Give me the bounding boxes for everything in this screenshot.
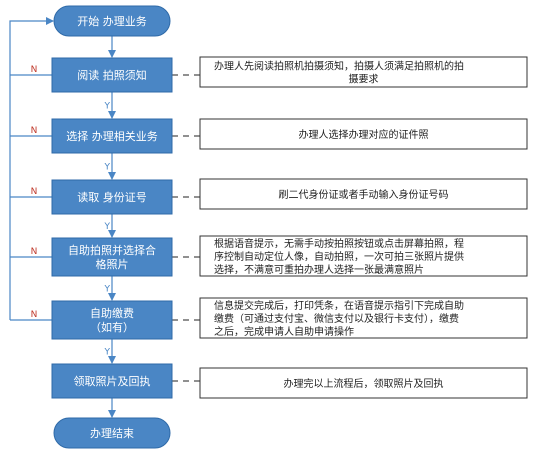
yes-label: Y: [104, 102, 111, 112]
yes-label: Y: [104, 163, 111, 173]
yes-label: Y: [104, 348, 111, 358]
note-text: 序控制自动定位人像，自动拍照，一次可拍三张照片提供: [214, 250, 464, 263]
note-box: [199, 367, 528, 399]
end-terminal: [53, 417, 171, 449]
step-label: 格照片: [96, 257, 129, 271]
note-box: [199, 118, 528, 150]
process-step: [51, 118, 173, 154]
no-label: N: [31, 247, 38, 257]
end-label: 办理结束: [90, 427, 134, 440]
yes-label: Y: [104, 222, 111, 232]
no-label: N: [31, 65, 38, 75]
loop-back-line: [9, 17, 54, 320]
note-box: [199, 178, 528, 210]
note-text: 办理完以上流程后，领取照片及回执: [284, 377, 444, 390]
note-text: 缴费（可通过支付宝、微信支付以及银行卡支付），缴费: [214, 312, 459, 325]
step-label: 领取照片及回执: [74, 374, 151, 388]
note-text: 摄要求: [349, 73, 379, 86]
note-text: 选择，不满意可重拍办理人选择一张最满意照片: [214, 263, 424, 276]
process-step: [51, 237, 173, 277]
step-label: 自助缴费: [90, 306, 134, 320]
step-label: 自助拍照并选择合: [68, 243, 156, 257]
note-text: 之后，完成申请人自助申请操作: [214, 325, 354, 338]
step-label: （如有）: [90, 320, 134, 334]
step-label: 阅读 拍照须知: [77, 68, 147, 82]
connector-layer: [9, 17, 200, 418]
no-label: N: [31, 126, 38, 136]
note-text: 根据语音提示，无需手动按拍照按钮或点击屏幕拍照，程: [214, 237, 464, 250]
yes-label: Y: [104, 285, 111, 295]
step-label: 选择 办理相关业务: [66, 129, 158, 143]
process-step: [51, 57, 173, 93]
note-text: 信息提交完成后，打印凭条，在语音提示指引下完成自助: [214, 299, 464, 312]
process-step: [51, 300, 173, 340]
note-box: [199, 235, 528, 277]
note-text: 刷二代身份证或者手动输入身份证号码: [279, 188, 449, 201]
no-label: N: [31, 187, 38, 197]
process-step: [51, 363, 173, 399]
start-terminal: [53, 5, 171, 37]
note-box: [199, 297, 528, 339]
note-box: [199, 56, 528, 88]
start-label: 开始 办理业务: [77, 14, 147, 28]
no-label: N: [31, 310, 38, 320]
step-label: 读取 身份证号: [77, 190, 147, 204]
note-text: 办理人先阅读拍照机拍摄须知，拍摄人须满足拍照机的拍: [214, 60, 464, 73]
note-text: 办理人选择办理对应的证件照: [299, 128, 429, 141]
process-step: [51, 179, 173, 215]
